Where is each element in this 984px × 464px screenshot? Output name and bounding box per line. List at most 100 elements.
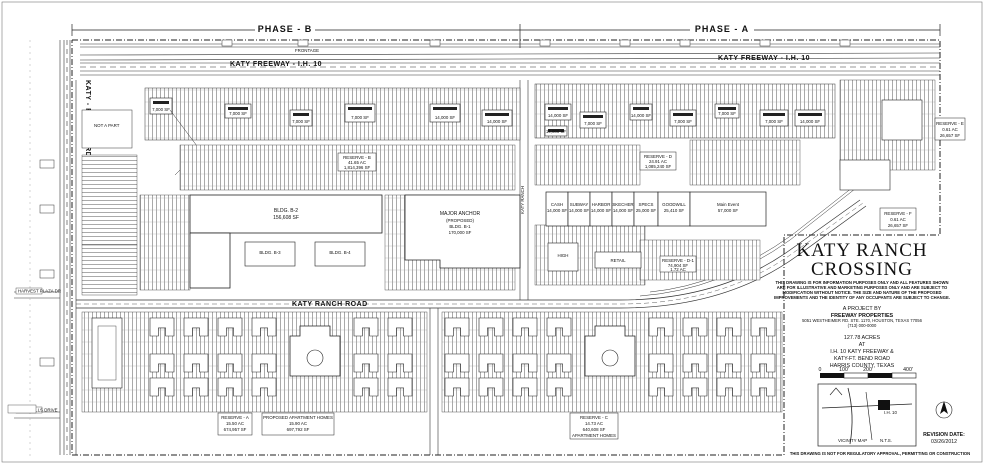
ne-pad xyxy=(881,99,923,141)
reserve-f-line3: 26,657 SF xyxy=(888,223,909,228)
apartment-building xyxy=(387,353,413,373)
pad-building-area: 14,000 SF xyxy=(800,119,821,124)
anchor-title: MAJOR ANCHOR xyxy=(440,211,481,217)
phase-a-label: PHASE - A xyxy=(695,24,749,34)
high-pad-label: HIGH xyxy=(558,253,569,258)
apartment-buildings xyxy=(149,317,776,397)
pad-building-area: 14,000 SF xyxy=(546,129,567,134)
apartment-building xyxy=(648,353,674,373)
reserve-d-line1: RESERVE - D xyxy=(644,154,672,159)
apartment-building xyxy=(716,317,742,337)
site-boundary xyxy=(71,39,941,456)
pad-building: 7,000 SF xyxy=(669,109,697,127)
scale-100: 100' xyxy=(839,367,849,373)
apartment-building xyxy=(217,317,243,337)
not-a-part-label: NOT A PART xyxy=(94,123,120,128)
pad-building: 14,000 SF xyxy=(429,103,461,123)
pad-building-area: 7,000 SF xyxy=(674,119,692,124)
apartment-building xyxy=(512,377,538,397)
apartment-building xyxy=(251,353,277,373)
reserve-c-line4: APARTMENT HOMES xyxy=(572,433,616,438)
acreage: 127.78 ACRES xyxy=(844,335,881,341)
left-cross-streets xyxy=(14,40,60,460)
reserve-e-line3: 26,657 SF xyxy=(940,133,961,138)
apartment-building xyxy=(716,353,742,373)
developer-address: 5051 WESTHEIMER RD. STE. 1170, HOUSTON, … xyxy=(802,318,923,323)
apartment-building xyxy=(183,377,209,397)
reserve-d-tag xyxy=(639,151,677,171)
apartment-building xyxy=(353,377,379,397)
vicinity-road-label: I.H. 10 xyxy=(884,410,897,415)
apartment-building xyxy=(750,317,776,337)
pad-building: 14,000 SF xyxy=(481,109,513,127)
retail-shop-name: SPECS xyxy=(639,202,654,207)
reserve-a-line1: RESERVE - A xyxy=(221,415,249,420)
collector-road-label: KATY RANCH xyxy=(520,186,525,214)
apartment-building xyxy=(444,377,470,397)
top-callout-tags xyxy=(221,39,851,47)
project-of: A PROJECT BY xyxy=(843,306,882,312)
bldg-b3-pad xyxy=(244,241,296,267)
apartment-building xyxy=(478,317,504,337)
retail-shop-name: Main Event xyxy=(717,202,740,207)
pad-buildings: 7,000 SF 7,000 SF 7,000 SF 7,000 SF 14,000 S… xyxy=(149,97,826,137)
pool-icon xyxy=(306,349,324,367)
reserve-b-tag xyxy=(337,152,377,172)
pad-building-area: 14,000 SF xyxy=(435,115,456,120)
apartment-building xyxy=(149,377,175,397)
reserve-f-line1: RESERVE - F xyxy=(884,211,912,216)
pad-building-area: 14,000 SF xyxy=(548,113,569,118)
pad-building-area: 7,000 SF xyxy=(351,115,369,120)
disclaimer-line1: THIS DRAWING IS FOR INFORMATION PURPOSES… xyxy=(775,280,948,285)
pad-building: 14,000 SF xyxy=(544,103,572,121)
reserve-a-line2: 15.50 AC xyxy=(226,421,244,426)
west-lot-inner xyxy=(97,325,117,381)
phase-dimension-lines xyxy=(71,24,941,48)
pad-building: 7,000 SF xyxy=(289,109,313,127)
pad-building-area: 14,000 SF xyxy=(631,113,652,118)
clubhouse-building xyxy=(584,325,636,377)
bldg-b2-area: 156,608 SF xyxy=(273,215,299,221)
reserve-e-tag xyxy=(934,117,966,141)
bldg-b3-name: BLDG. B-3 xyxy=(259,250,281,255)
high-pad xyxy=(547,242,579,272)
apartment-building xyxy=(750,377,776,397)
retail-shop-area: 25,410 SF xyxy=(664,208,685,213)
apartment-building xyxy=(682,353,708,373)
pad-building: 7,000 SF xyxy=(759,109,789,127)
bldg-b2-wing xyxy=(189,232,231,289)
developer: FREEWAY PROPERTIES xyxy=(831,313,894,319)
reserve-b-line3: 1,814,396 SF xyxy=(344,165,371,170)
pad-building: 7,000 SF xyxy=(344,103,376,123)
pad-building: 7,000 SF xyxy=(149,97,173,115)
proposed-apartments-b-line2: 15.90 AC xyxy=(289,421,307,426)
project-title-line2: CROSSING xyxy=(811,259,913,280)
bldg-b2 xyxy=(189,194,383,234)
anchor-note: (PROPOSED) xyxy=(446,218,474,223)
frontage-label: FRONTAGE xyxy=(295,48,319,53)
pad-building: 14,000 SF xyxy=(794,109,826,127)
retail-shop-area: 25,000 SF xyxy=(636,208,657,213)
cross-street-south-label: KATY MILLS DRIVE xyxy=(18,408,58,413)
apartment-building xyxy=(387,377,413,397)
vicinity-map-label: VICINITY MAP xyxy=(838,438,867,443)
lower-pad xyxy=(594,251,642,269)
reserve-b-line2: 41.65 AC xyxy=(348,160,366,165)
lower-pad-label: RETAIL xyxy=(610,258,626,263)
reserve-d1-line3: 1.72 AC xyxy=(670,267,686,272)
location-line3: HARRIS COUNTY, TEXAS xyxy=(830,363,895,369)
apartment-building xyxy=(217,377,243,397)
apartment-building xyxy=(478,377,504,397)
apartment-building xyxy=(546,353,572,373)
reserve-f-tag xyxy=(879,207,917,231)
apartment-building xyxy=(682,317,708,337)
pad-building: 7,000 SF xyxy=(714,103,740,119)
pad-building: 14,000 SF xyxy=(629,103,653,121)
disclaimer-line4: IMPROVEMENTS AND THE IDENTITY OF ANY OCC… xyxy=(774,295,950,300)
retail-shop-name: CASH xyxy=(551,202,563,207)
apartment-building xyxy=(149,353,175,373)
reserve-d-line2: 24.91 AC xyxy=(649,159,667,164)
